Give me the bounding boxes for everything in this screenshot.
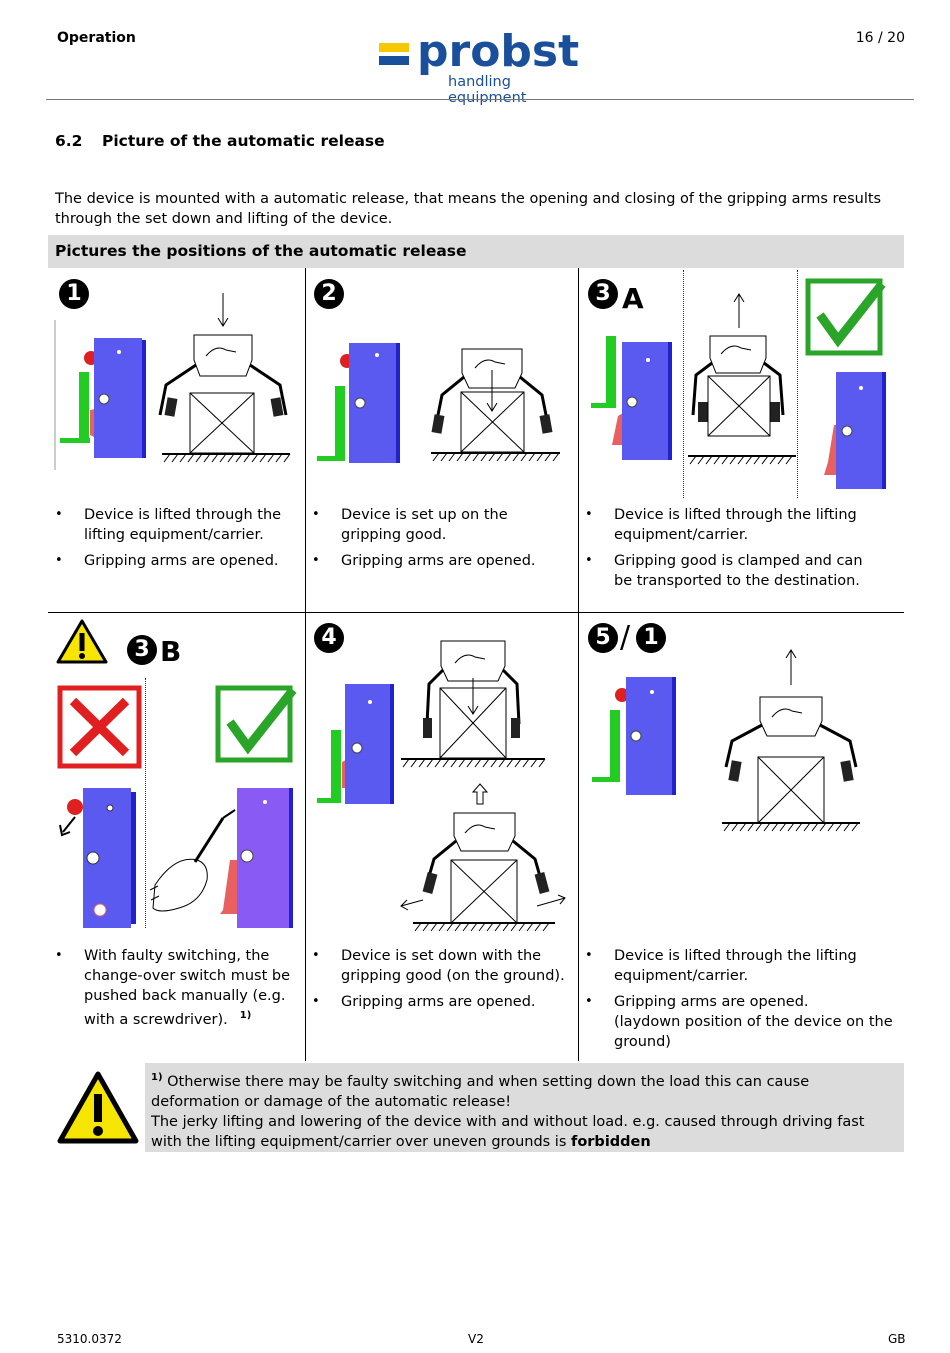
intro-paragraph: The device is mounted with a automatic r… — [55, 191, 882, 227]
grid-line — [305, 612, 306, 1061]
footnote-mark: 1) — [151, 1072, 163, 1083]
warning-triangle-icon — [56, 619, 108, 664]
list-item: With faulty switching, the change-over s… — [55, 946, 295, 1030]
step-4-bullets: Device is set down with the gripping goo… — [312, 946, 574, 1018]
step-number-3: 3 — [588, 279, 618, 309]
dotted-divider — [145, 678, 146, 928]
dotted-divider — [797, 270, 798, 498]
list-item: Device is lifted through the lifting equ… — [585, 505, 885, 545]
logo-word: probst — [417, 26, 580, 77]
dotted-divider — [683, 270, 684, 498]
page-number: 16 / 20 — [855, 30, 905, 46]
grid-line — [48, 612, 904, 613]
list-item: Gripping arms are opened. — [312, 551, 570, 571]
step-2-bullets: Device is set up on the gripping good. G… — [312, 505, 570, 577]
step-number-1: 1 — [59, 279, 89, 309]
list-item: Device is lifted through the lifting equ… — [55, 505, 295, 545]
probst-logo: probst handling equipment — [379, 27, 589, 106]
illustration-step-5 — [592, 649, 860, 832]
list-item: Gripping good is clamped and can be tran… — [585, 551, 885, 591]
step-3b-bullets: With faulty switching, the change-over s… — [55, 946, 295, 1036]
illustration-step-4 — [317, 640, 566, 932]
table-header: Pictures the positions of the automatic … — [48, 235, 904, 268]
section-title: Picture of the automatic release — [102, 132, 385, 150]
warning-text-1: 1) Otherwise there may be faulty switchi… — [151, 1072, 810, 1110]
step-number-3b: 3 — [127, 635, 157, 665]
footnote-mark: 1) — [239, 1010, 252, 1021]
language: GB — [888, 1332, 906, 1346]
step-number-4: 4 — [314, 623, 344, 653]
list-item: Gripping arms are opened. (laydown posit… — [585, 992, 895, 1052]
warning-box: 1) Otherwise there may be faulty switchi… — [145, 1063, 904, 1152]
step-suffix-b: B — [160, 635, 182, 668]
warning-line-2: The jerky lifting and lowering of the de… — [151, 1113, 865, 1150]
step-number-5: 5 — [588, 623, 618, 653]
step-3a-bullets: Device is lifted through the lifting equ… — [585, 505, 885, 597]
version: V2 — [468, 1332, 484, 1346]
illustration-step-3b — [57, 685, 297, 928]
list-item: Gripping arms are opened. — [312, 992, 574, 1012]
bullet-text: With faulty switching, the change-over s… — [84, 948, 290, 1028]
bullet-line: (laydown position of the device on the g… — [614, 1014, 893, 1050]
illustration-step-2 — [317, 343, 560, 463]
logo-bar-blue — [379, 56, 409, 65]
logo-subtitle: handling equipment — [448, 74, 527, 106]
table-header-text: Pictures the positions of the automatic … — [55, 242, 467, 260]
warning-line-1: Otherwise there may be faulty switching … — [151, 1073, 810, 1110]
step-1-bullets: Device is lifted through the lifting equ… — [55, 505, 295, 577]
step-slash: / — [620, 620, 631, 655]
step-number-1-repeat: 1 — [636, 623, 666, 653]
step-5-bullets: Device is lifted through the lifting equ… — [585, 946, 895, 1058]
list-item: Device is set down with the gripping goo… — [312, 946, 574, 986]
list-item: Gripping arms are opened. — [55, 551, 295, 571]
header-section: Operation — [57, 30, 136, 46]
warning-forbidden: forbidden — [571, 1133, 651, 1150]
list-item: Device is lifted through the lifting equ… — [585, 946, 895, 986]
document-number: 5310.0372 — [57, 1332, 122, 1346]
warning-large-icon — [57, 1071, 139, 1144]
grid-line — [305, 268, 306, 612]
grid-line — [578, 612, 579, 1061]
header-divider — [46, 99, 914, 100]
list-item: Device is set up on the gripping good. — [312, 505, 570, 545]
grid-line — [578, 268, 579, 612]
illustration-step-1 — [54, 293, 291, 470]
bullet-line: Gripping arms are opened. — [614, 994, 809, 1010]
section-number: 6.2 — [55, 132, 83, 150]
logo-bar-yellow — [379, 43, 409, 52]
step-suffix-a: A — [622, 282, 644, 315]
step-number-2: 2 — [314, 279, 344, 309]
warning-text: 1) Otherwise there may be faulty switchi… — [151, 1068, 896, 1152]
illustration-step-3a — [591, 278, 886, 489]
